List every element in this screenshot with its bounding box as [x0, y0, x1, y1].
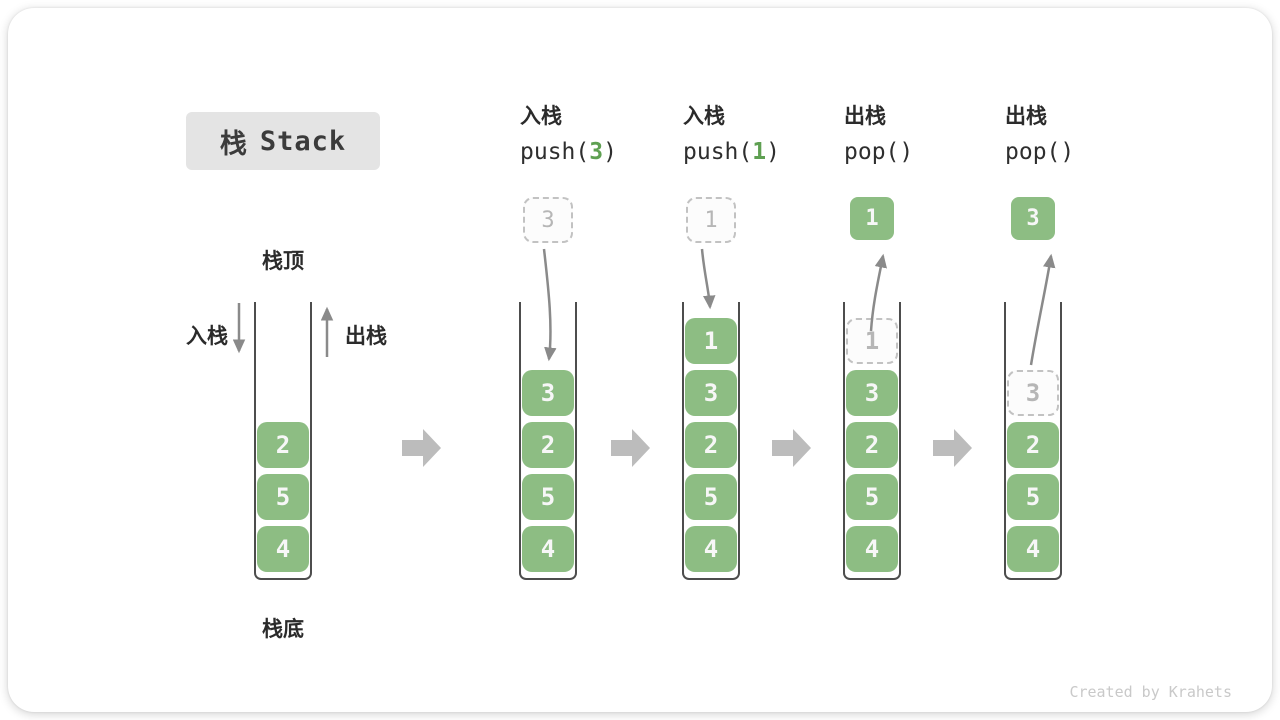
stack-block: 3: [846, 370, 898, 416]
stack-block: 5: [257, 474, 309, 520]
stack-block: 3: [522, 370, 574, 416]
stack-container: [1004, 302, 1062, 580]
next-step-arrow: [772, 429, 811, 467]
operation-code-prefix: pop(: [1005, 139, 1061, 165]
operation-code-arg: 3: [589, 139, 604, 165]
stack-block: 4: [685, 526, 737, 572]
stack-top-label: 栈顶: [262, 249, 304, 273]
stack-block-ghost: 1: [846, 318, 898, 364]
operation-code: push(1): [683, 139, 843, 165]
operation-label: 入栈: [683, 104, 725, 128]
operation-header: 出栈 pop(): [1005, 100, 1165, 165]
title-cn: 栈: [219, 128, 248, 160]
operation-header: 入栈 push(1): [683, 100, 843, 165]
stack-bottom-label: 栈底: [262, 617, 304, 641]
operation-code-prefix: push(: [520, 139, 590, 165]
operation-code-prefix: pop(: [844, 139, 900, 165]
stack-container: [519, 302, 577, 580]
operation-code: pop(): [844, 139, 1004, 165]
incoming-value-box: 3: [523, 197, 573, 243]
next-step-arrow: [933, 429, 972, 467]
operation-code-suffix: ): [766, 139, 780, 165]
operation-label: 出栈: [844, 104, 886, 128]
stack-block: 4: [1007, 526, 1059, 572]
stack-block: 2: [846, 422, 898, 468]
operation-code-suffix: ): [603, 139, 617, 165]
stack-block: 2: [1007, 422, 1059, 468]
stack-block: 2: [257, 422, 309, 468]
stack-block: 2: [685, 422, 737, 468]
stack-container: [843, 302, 901, 580]
pop-side-label: 出栈: [345, 324, 387, 348]
operation-code-arg: 1: [752, 139, 767, 165]
stack-block-ghost: 3: [1007, 370, 1059, 416]
operation-code-prefix: push(: [683, 139, 753, 165]
stack-block: 2: [522, 422, 574, 468]
operation-code: pop(): [1005, 139, 1165, 165]
stack-block: 4: [522, 526, 574, 572]
stack-block: 5: [685, 474, 737, 520]
push-side-label: 入栈: [186, 324, 228, 348]
operation-header: 入栈 push(3): [520, 100, 680, 165]
title-en: Stack: [259, 125, 347, 157]
next-step-arrow: [402, 429, 441, 467]
operation-code-suffix: ): [899, 139, 914, 165]
next-step-arrow: [611, 429, 650, 467]
diagram-title: 栈 Stack: [186, 112, 380, 170]
popped-value-box: 3: [1011, 197, 1055, 240]
push-1-arrow: [700, 248, 716, 310]
stack-block: 5: [846, 474, 898, 520]
stack-block: 5: [522, 474, 574, 520]
credit-text: Created by Krahets: [1069, 683, 1232, 701]
operation-header: 出栈 pop(): [844, 100, 1004, 165]
operation-label: 入栈: [520, 104, 562, 128]
stack-block: 5: [1007, 474, 1059, 520]
stack-block: 3: [685, 370, 737, 416]
stack-block: 1: [685, 318, 737, 364]
operation-code-suffix: ): [1060, 139, 1075, 165]
stack-block: 4: [257, 526, 309, 572]
operation-code: push(3): [520, 139, 680, 165]
stack-block: 4: [846, 526, 898, 572]
operation-label: 出栈: [1005, 104, 1047, 128]
stack-container: [254, 302, 312, 580]
incoming-value-box: 1: [686, 197, 736, 243]
stack-container: [682, 302, 740, 580]
popped-value-box: 1: [850, 197, 894, 240]
